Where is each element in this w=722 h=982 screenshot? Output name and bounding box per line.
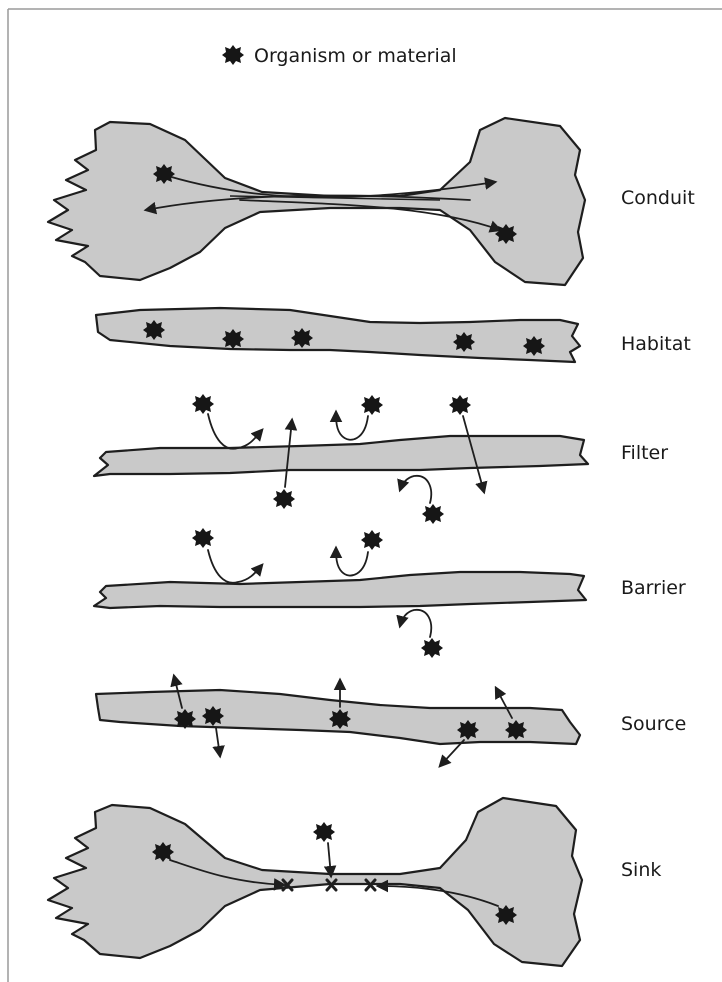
habitat-corridor [96, 308, 580, 362]
label-barrier: Barrier [621, 577, 686, 599]
barrier-arrow-3 [400, 610, 431, 637]
sink-organism-1 [152, 842, 174, 862]
source-organism-3 [329, 709, 351, 729]
source-organism-2 [202, 706, 224, 726]
barrier-corridor [94, 572, 586, 608]
barrier-organism-1 [192, 528, 214, 548]
habitat-organism-2 [222, 329, 244, 349]
source-organism-4 [457, 720, 479, 740]
habitat-organism-5 [523, 336, 545, 356]
filter-arrow-3 [336, 412, 368, 440]
source-organism-5 [505, 720, 527, 740]
sink-arrow-down [328, 843, 331, 876]
conduit-corridor [48, 118, 585, 285]
sink-corridor [48, 798, 582, 966]
label-source: Source [621, 713, 686, 735]
filter-organism-2 [273, 489, 295, 509]
label-conduit: Conduit [621, 187, 695, 209]
row-sink: Sink [48, 798, 661, 966]
label-filter: Filter [621, 442, 668, 464]
row-source: Source [96, 676, 686, 766]
filter-arrow-5 [400, 476, 431, 503]
barrier-organism-3 [421, 638, 443, 658]
habitat-organism-4 [453, 332, 475, 352]
source-arrow-2 [216, 728, 220, 756]
label-sink: Sink [621, 859, 661, 881]
filter-organism-5 [422, 504, 444, 524]
conduit-organism-1 [153, 164, 175, 184]
legend: Organism or material [222, 45, 457, 67]
legend-label: Organism or material [254, 45, 457, 67]
filter-corridor [94, 436, 588, 476]
row-filter: Filter [94, 394, 668, 524]
habitat-organism-3 [291, 328, 313, 348]
organism-blob-icon [222, 45, 244, 65]
barrier-arrow-1 [208, 550, 262, 583]
conduit-organism-2 [495, 224, 517, 244]
filter-arrow-1 [208, 414, 262, 449]
barrier-organism-2 [361, 530, 383, 550]
row-conduit: Conduit [48, 118, 695, 285]
row-barrier: Barrier [94, 528, 686, 658]
filter-organism-3 [361, 395, 383, 415]
filter-organism-1 [192, 394, 214, 414]
filter-organism-4 [449, 395, 471, 415]
source-organism-1 [174, 709, 196, 729]
habitat-organism-1 [143, 320, 165, 340]
barrier-arrow-2 [336, 548, 368, 576]
sink-organism-2 [495, 905, 517, 925]
sink-organism-3 [313, 822, 335, 842]
row-habitat: Habitat [96, 308, 691, 362]
label-habitat: Habitat [621, 333, 691, 355]
